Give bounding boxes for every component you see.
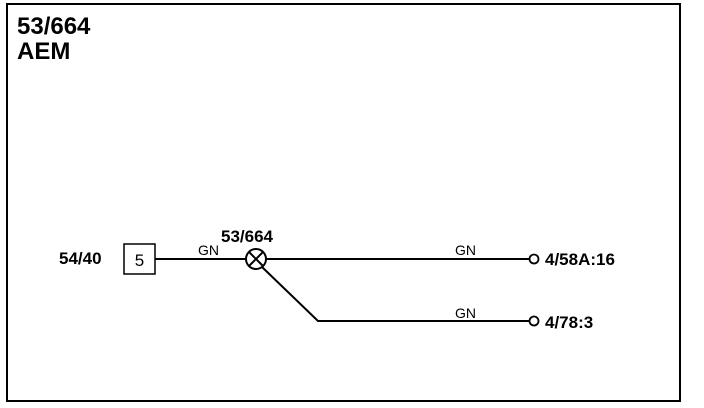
wire-1-color-label: GN <box>198 242 219 258</box>
terminal-4-78-open-circle-icon <box>528 315 540 327</box>
destination-label-4-78: 4/78:3 <box>545 313 593 332</box>
wire-splice-to-4-78 <box>261 266 530 322</box>
wire-3-color-label: GN <box>455 305 476 321</box>
connector-pin-box <box>123 243 156 275</box>
destination-label-4-58a: 4/58A:16 <box>545 250 615 269</box>
splice-crossed-circle-icon <box>245 248 267 270</box>
wire-2-color-label: GN <box>455 242 476 258</box>
terminal-4-58a-open-circle-icon <box>528 253 540 265</box>
diagram-title-component: AEM <box>17 38 70 65</box>
diagram-title-code: 53/664 <box>17 13 91 40</box>
connector-source-label: 54/40 <box>59 249 102 268</box>
splice-label: 53/664 <box>221 227 274 246</box>
connector-pin-number: 5 <box>135 251 144 270</box>
diagram-frame <box>6 3 681 402</box>
